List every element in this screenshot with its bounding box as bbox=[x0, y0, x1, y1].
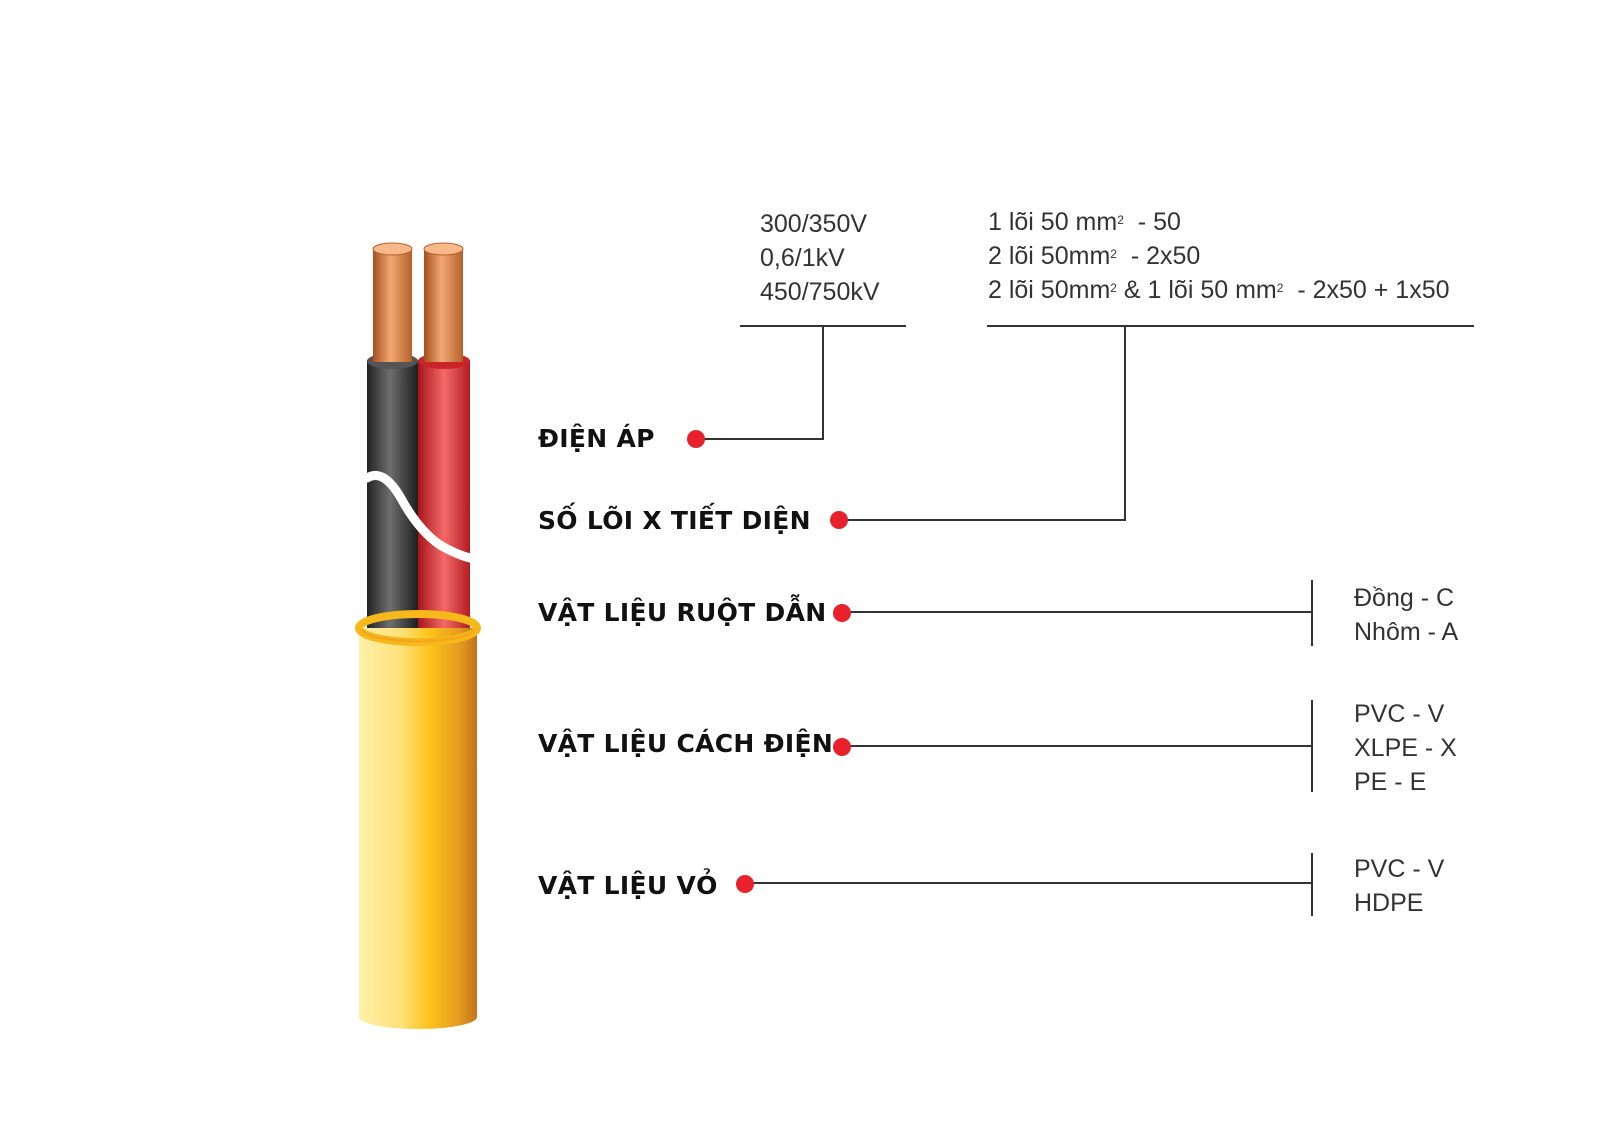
voltage-option: 300/350V bbox=[760, 210, 868, 238]
core-option: 1 lõi 50 mm2 - 50 bbox=[988, 208, 1181, 236]
core-option: 2 lõi 50mm2 - 2x50 bbox=[988, 242, 1201, 270]
leader-lines bbox=[696, 325, 1474, 916]
insulation-option: PE - E bbox=[1354, 768, 1427, 796]
voltage-label: ĐIỆN ÁP bbox=[538, 424, 655, 453]
sheath-label: VẬT LIỆU VỎ bbox=[538, 871, 718, 900]
outer-sheath bbox=[355, 610, 481, 1029]
insulation-option: PVC - V bbox=[1354, 700, 1445, 728]
voltage-options: 300/350V 0,6/1kV 450/750kV bbox=[760, 207, 880, 309]
sheath-option: HDPE bbox=[1354, 889, 1424, 917]
conductor-label: VẬT LIỆU RUỘT DẪN bbox=[538, 598, 827, 627]
core-options: 1 lõi 50 mm2 - 50 2 lõi 50mm2 - 2x50 2 l… bbox=[988, 205, 1450, 307]
marking-stripe bbox=[362, 471, 475, 563]
sheath-option: PVC - V bbox=[1354, 855, 1445, 883]
conductor-options: Đồng - C Nhôm - A bbox=[1354, 581, 1458, 649]
cores-label: SỐ LÕI X TIẾT DIỆN bbox=[538, 506, 811, 535]
core-option: 2 lõi 50mm2 & 1 lõi 50 mm2 - 2x50 + 1x50 bbox=[988, 276, 1450, 304]
conductor-option: Đồng - C bbox=[1354, 584, 1455, 612]
label-dots bbox=[687, 430, 851, 893]
voltage-option: 450/750kV bbox=[760, 278, 880, 306]
sheath-options: PVC - V HDPE bbox=[1354, 852, 1444, 920]
insulation-options: PVC - V XLPE - X PE - E bbox=[1354, 697, 1457, 799]
cable-illustration bbox=[355, 242, 481, 1029]
voltage-leader bbox=[696, 326, 824, 440]
conductor-dot bbox=[833, 604, 851, 622]
cores-dot bbox=[830, 511, 848, 529]
voltage-option: 0,6/1kV bbox=[760, 244, 845, 272]
sheath-dot bbox=[736, 875, 754, 893]
insulation-dot bbox=[833, 738, 851, 756]
conductor-option: Nhôm - A bbox=[1354, 618, 1459, 646]
insulation-label: VẬT LIỆU CÁCH ĐIỆN bbox=[538, 729, 834, 758]
voltage-dot bbox=[687, 430, 705, 448]
insulation-option: XLPE - X bbox=[1354, 734, 1457, 762]
cores-leader bbox=[839, 326, 1126, 521]
